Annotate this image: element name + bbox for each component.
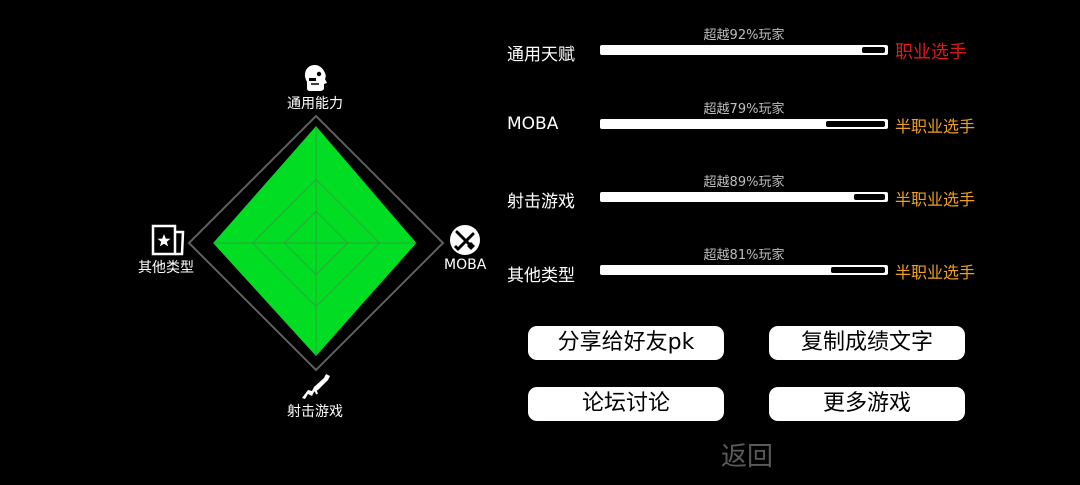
row-label: 通用天赋 [507,45,575,65]
radar-label-general: 通用能力 [287,96,343,112]
row-label: MOBA [507,114,559,134]
rank-badge: 半职业选手 [895,190,976,209]
share-button[interactable]: 分享给好友pk [528,326,724,360]
progress-bar [600,265,888,275]
card-star-icon [151,224,185,260]
rifle-icon [300,372,332,404]
crossed-swords-icon [449,224,481,260]
progress-bar [600,192,888,202]
row-percent-text: 超越81%玩家 [703,248,785,263]
rank-badge: 半职业选手 [895,263,976,282]
progress-bar [600,45,888,55]
row-percent-text: 超越79%玩家 [703,102,785,117]
radar-label-moba: MOBA [444,257,487,273]
row-label: 其他类型 [507,266,575,286]
robot-head-icon [301,64,331,96]
radar-label-other: 其他类型 [138,260,194,276]
radar-chart [187,114,445,372]
row-label: 射击游戏 [507,192,575,212]
back-button[interactable]: 返回 [720,442,773,472]
rank-badge: 职业选手 [895,42,967,63]
row-percent-text: 超越89%玩家 [703,175,785,190]
rank-badge: 半职业选手 [895,117,976,136]
radar-label-shooting: 射击游戏 [287,404,343,420]
row-percent-text: 超越92%玩家 [703,28,785,43]
more-games-button[interactable]: 更多游戏 [769,387,965,421]
forum-button[interactable]: 论坛讨论 [528,387,724,421]
copy-results-button[interactable]: 复制成绩文字 [769,326,965,360]
progress-bar [600,119,888,129]
radar-value-shape [213,126,417,357]
